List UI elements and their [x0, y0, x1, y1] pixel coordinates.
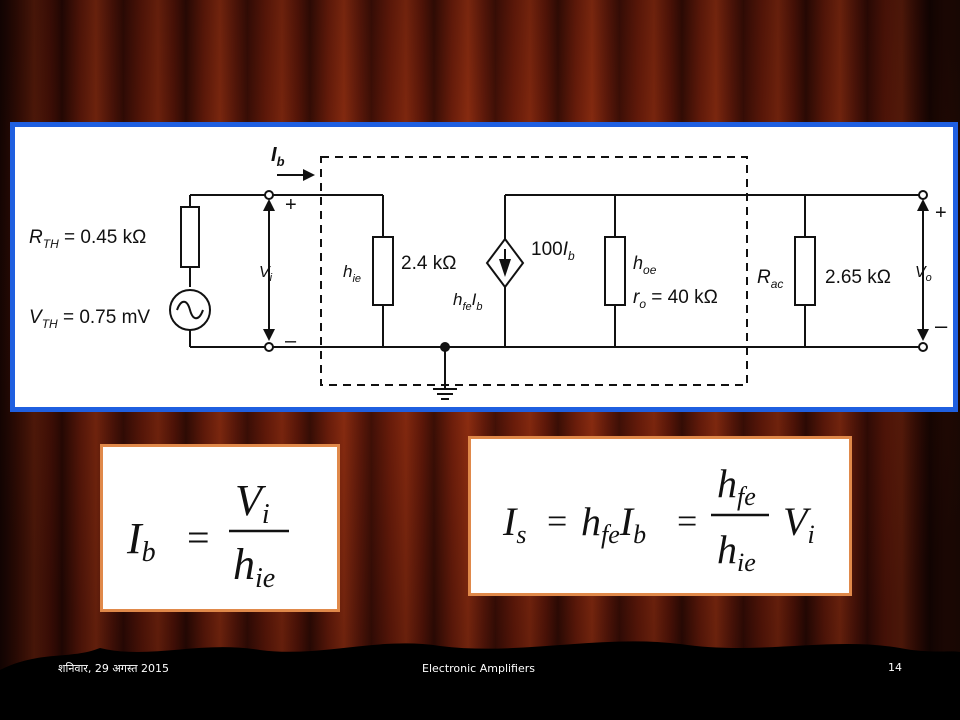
ib-equation-lhs: Ib [126, 514, 156, 568]
vo-label: Vo [915, 264, 932, 284]
input-terminal-top [264, 190, 274, 200]
is-equation-lhs: Is [502, 499, 526, 549]
page-number: 14 [888, 661, 902, 674]
output-terminal-bottom [918, 342, 928, 352]
output-plus: + [935, 202, 947, 224]
is-equation: Is = hfeIb = hfe hie Vi [502, 461, 815, 577]
rth-label: RTH = 0.45 kΩ [29, 227, 146, 251]
hie-value: 2.4 kΩ [401, 253, 456, 274]
transistor-model-box [320, 156, 748, 386]
is-equation-equals-2: = [677, 501, 697, 541]
rac-resistor [794, 236, 816, 306]
circuit-diagram: Ib RTH = 0.45 kΩ VTH = 0.75 mV + – Vi hi… [29, 144, 948, 400]
ground-node [440, 342, 450, 352]
input-plus: + [285, 194, 297, 216]
ib-equation: Ib = Vi hie [126, 476, 289, 594]
ib-label: Ib [271, 144, 285, 169]
is-equation-box: Is = hfeIb = hfe hie Vi [468, 436, 852, 596]
source-value: 100Ib [531, 239, 575, 263]
hie-resistor [372, 236, 394, 306]
output-minus: – [935, 313, 948, 338]
vth-label: VTH = 0.75 mV [29, 307, 150, 331]
ib-equation-box: Ib = Vi hie [100, 444, 340, 612]
ib-equation-denominator: hie [233, 540, 275, 594]
ib-arrow-icon [303, 169, 315, 181]
stage-floor [0, 641, 960, 720]
circuit-diagram-panel: Ib RTH = 0.45 kΩ VTH = 0.75 mV + – Vi hi… [10, 122, 958, 412]
hoe-resistor [604, 236, 626, 306]
input-minus: – [285, 330, 297, 352]
footer-title: Electronic Amplifiers [422, 662, 536, 675]
rth-resistor [180, 206, 200, 268]
ib-equation-numerator: Vi [235, 476, 270, 530]
is-equation-equals-1: = [547, 501, 567, 541]
hoe-label: hoe [633, 253, 657, 277]
ib-equation-equals: = [187, 515, 210, 560]
ro-label: ro = 40 kΩ [633, 287, 718, 311]
is-equation-denominator: hie [717, 527, 756, 577]
output-terminal-top [918, 190, 928, 200]
is-equation-middle: hfeIb [581, 499, 646, 549]
input-terminal-bottom [264, 342, 274, 352]
hfe-ib-label: hfeIb [453, 290, 483, 313]
vi-label: Vi [259, 264, 273, 284]
footer-date: शनिवार, 29 अगस्त 2015 [58, 662, 170, 675]
hie-label: hie [343, 262, 361, 285]
is-equation-tail: Vi [783, 499, 815, 549]
is-equation-numerator: hfe [717, 461, 756, 511]
rac-value: 2.65 kΩ [825, 267, 891, 288]
rac-label: Rac [757, 267, 783, 291]
